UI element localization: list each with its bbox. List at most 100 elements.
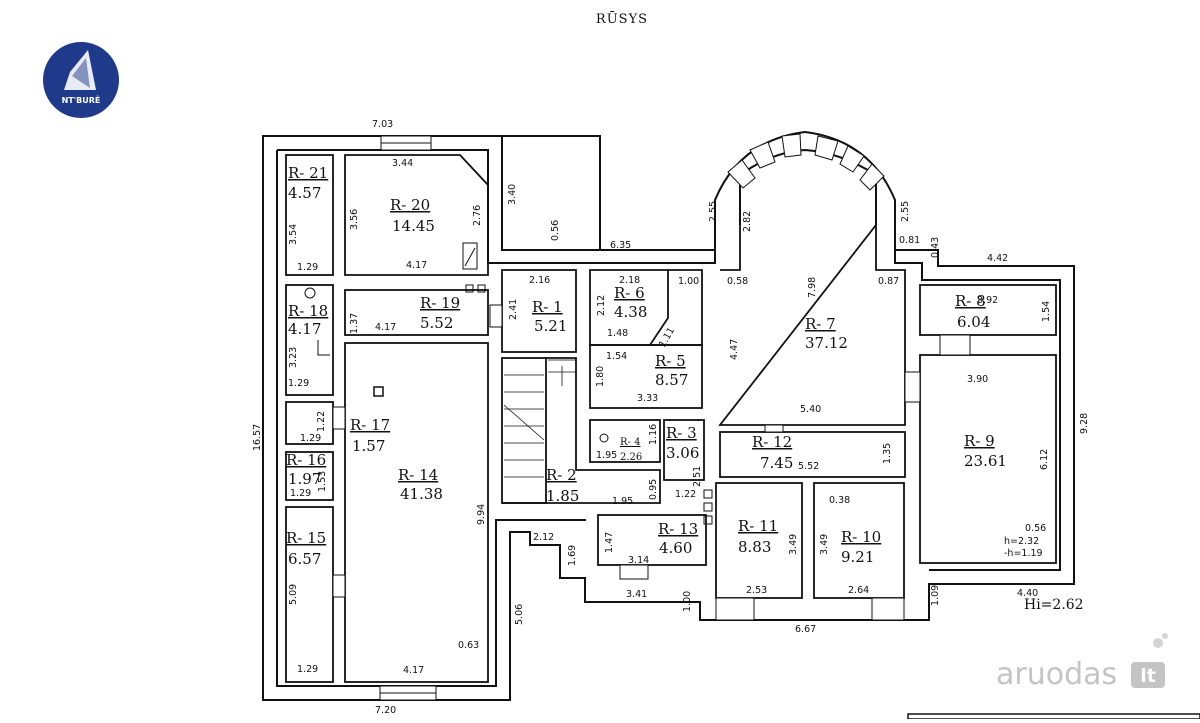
dimension-label: 1.95: [612, 496, 633, 507]
dimension-label: 1.22: [675, 489, 696, 500]
dimension-label: 0.43: [930, 237, 941, 258]
room-area-label: 4.57: [288, 184, 321, 202]
room-area-label: 1.85: [546, 487, 579, 505]
dimension-label: 4.17: [375, 322, 396, 333]
dimension-label: 3.41: [626, 589, 647, 600]
dimension-label: 3.54: [288, 224, 299, 245]
room-area-label: 3.06: [666, 444, 699, 462]
dimension-label: 4.17: [406, 260, 427, 271]
dimension-label: 2.41: [508, 299, 519, 320]
dimension-label: 9.28: [1079, 413, 1090, 434]
dimension-label: 6.12: [1039, 449, 1050, 470]
dimension-label: 0.58: [727, 276, 748, 287]
plan-title: RŪSYS: [596, 11, 648, 27]
fixtures: [304, 242, 713, 525]
windows: [332, 135, 971, 701]
dimension-label: 16.57: [252, 424, 263, 451]
room-id-label: R- 12: [752, 433, 792, 451]
dimension-label: 9.94: [476, 504, 487, 525]
dimension-label: 1.53: [317, 471, 328, 492]
dimension-label: 3.90: [967, 374, 988, 385]
dimension-label: 1.29: [297, 262, 318, 273]
room-id-label: R- 1: [532, 298, 563, 316]
dimension-label: 2.55: [900, 201, 911, 222]
dimension-label: 3.49: [788, 534, 799, 555]
watermark-text: aruodas: [996, 657, 1117, 692]
dimension-label: 1.29: [290, 488, 311, 499]
dimension-label: 3.33: [637, 393, 658, 404]
dimension-label: 3.49: [819, 534, 830, 555]
dimension-label: 1.48: [607, 328, 628, 339]
room-id-label: R- 16: [286, 451, 326, 469]
ceiling-height-note: Hi=2.62: [1024, 597, 1084, 613]
room-area-label: 14.45: [392, 217, 435, 235]
room-area-label: 41.38: [400, 485, 443, 503]
dimension-label: 1.09: [930, 585, 941, 606]
staircase: [503, 359, 576, 478]
room-id-label: R- 3: [666, 424, 697, 442]
dimension-label: 1.80: [595, 366, 606, 387]
dimension-label: 1.00: [678, 276, 699, 287]
dimension-label: 4.17: [403, 665, 424, 676]
dimension-label: 1.00: [682, 591, 693, 612]
dimension-label: 2.12: [533, 532, 554, 543]
dimension-label: 2.82: [742, 211, 753, 232]
room-id-label: R- 20: [390, 196, 430, 214]
dimension-label: 0.95: [648, 479, 659, 500]
dimension-label: 1.22: [316, 411, 327, 432]
dimension-label: 0.56: [1025, 523, 1046, 534]
dimension-label: 1.54: [606, 351, 627, 362]
room-area-label: 5.52: [420, 314, 453, 332]
dimension-label: 1.69: [567, 545, 578, 566]
dimension-label: 7.98: [807, 277, 818, 298]
dimension-label: 5.40: [800, 404, 821, 415]
room-id-label: R- 4: [620, 437, 640, 448]
room-area-label: 6.57: [288, 550, 321, 568]
dimension-label: 1.95: [596, 450, 617, 461]
dimension-label: 5.09: [288, 584, 299, 605]
dimension-label: 4.47: [729, 339, 740, 360]
dimension-label: 1.29: [297, 664, 318, 675]
dimension-label: 0.63: [458, 640, 479, 651]
dimension-label: 3.56: [349, 209, 360, 230]
logo-text: NT'BURĖ: [62, 95, 101, 105]
dimension-label: 1.37: [349, 313, 360, 334]
dimension-label: 2.51: [692, 466, 703, 487]
dimension-label: 1.16: [648, 424, 659, 445]
room-area-label: 2.26: [620, 452, 642, 463]
dimension-label: 3.44: [392, 158, 413, 169]
room-id-label: R- 5: [655, 352, 686, 370]
dimension-label: 1.54: [1041, 301, 1052, 322]
room-area-label: 1.57: [352, 437, 385, 455]
room-id-label: R- 11: [738, 517, 778, 535]
brand-logo: NT'BURĖ: [43, 42, 119, 118]
dimension-label: 3.40: [507, 184, 518, 205]
room-id-label: R- 13: [658, 520, 698, 538]
room-id-label: R- 9: [964, 432, 995, 450]
dimension-label: 0.81: [899, 235, 920, 246]
room-area-label: 7.45: [760, 454, 793, 472]
dimension-label: 2.76: [472, 205, 483, 226]
dimension-label: 5.52: [798, 461, 819, 472]
dimension-label: 6.35: [610, 240, 631, 251]
room-area-label: 6.04: [957, 313, 990, 331]
room-id-label: R- 6: [614, 284, 645, 302]
dimension-label: 4.40: [1017, 588, 1038, 599]
watermark-suffix: lt: [1140, 665, 1156, 687]
room-id-label: R- 15: [286, 529, 326, 547]
room-area-label: 9.21: [841, 548, 874, 566]
room-area-label: 8.57: [655, 371, 688, 389]
room-id-label: R- 18: [288, 302, 328, 320]
room-area-label: 4.38: [614, 303, 647, 321]
dimension-label: 2.55: [708, 201, 719, 222]
frame-edge: [907, 713, 1200, 720]
dimension-label: 2.16: [529, 275, 550, 286]
room-area-label: 4.60: [659, 539, 692, 557]
dimension-label: 1.29: [288, 378, 309, 389]
room-outlines: [285, 154, 1057, 683]
room-id-label: R- 2: [546, 466, 577, 484]
